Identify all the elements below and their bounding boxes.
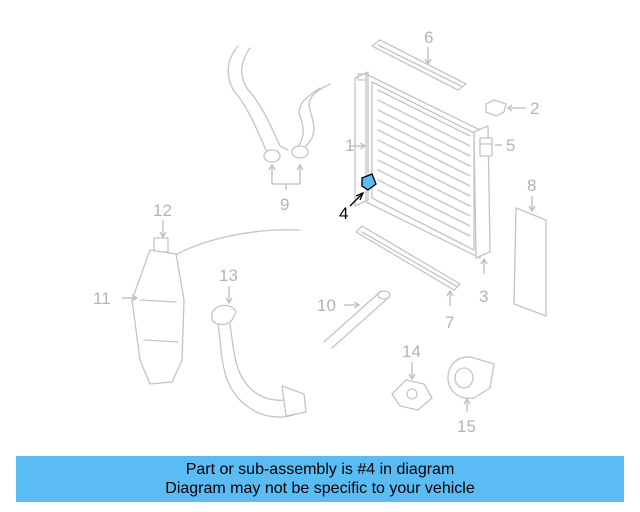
part-7-lower-strip	[355, 225, 461, 306]
part-1-radiator	[350, 71, 491, 259]
callout-2: 2	[530, 99, 539, 118]
part-13-filler-neck	[211, 286, 307, 418]
callout-4: 4	[339, 204, 348, 223]
part-4-highlighted-bracket	[349, 173, 377, 207]
callout-9: 9	[280, 195, 289, 214]
caption-line-2: Diagram may not be specific to your vehi…	[165, 480, 475, 497]
callout-13: 13	[219, 266, 238, 285]
part-14-thermostat	[391, 362, 433, 411]
cooling-system-diagram: 1 2 3 4 5 6 7 8 9 10 11 12 13 14 15	[93, 28, 547, 436]
part-2-clip	[485, 99, 526, 117]
diagram-caption-banner: Part or sub-assembly is #4 in diagram Di…	[16, 456, 624, 502]
callout-3: 3	[479, 287, 488, 306]
callout-14: 14	[402, 342, 421, 361]
part-10-pipe	[323, 290, 391, 349]
part-9-hoses	[227, 45, 331, 190]
callout-10: 10	[317, 296, 336, 315]
caption-line-1: Part or sub-assembly is #4 in diagram	[185, 461, 455, 478]
part-6-upper-strip	[371, 39, 467, 91]
part-3-bracket	[480, 257, 488, 274]
callout-1: 1	[345, 136, 354, 155]
callout-8: 8	[527, 176, 536, 195]
part-11-reservoir-tank	[122, 249, 185, 385]
part-12-reservoir-cap	[153, 220, 301, 259]
part-8-baffle	[513, 196, 547, 317]
part-5-drain-plug	[479, 137, 502, 157]
callout-15: 15	[457, 417, 476, 436]
callout-12: 12	[153, 201, 172, 220]
part-15-housing	[447, 356, 495, 412]
callout-6: 6	[424, 28, 433, 47]
callout-11: 11	[93, 289, 111, 308]
callout-7: 7	[445, 313, 454, 332]
callout-5: 5	[506, 136, 515, 155]
